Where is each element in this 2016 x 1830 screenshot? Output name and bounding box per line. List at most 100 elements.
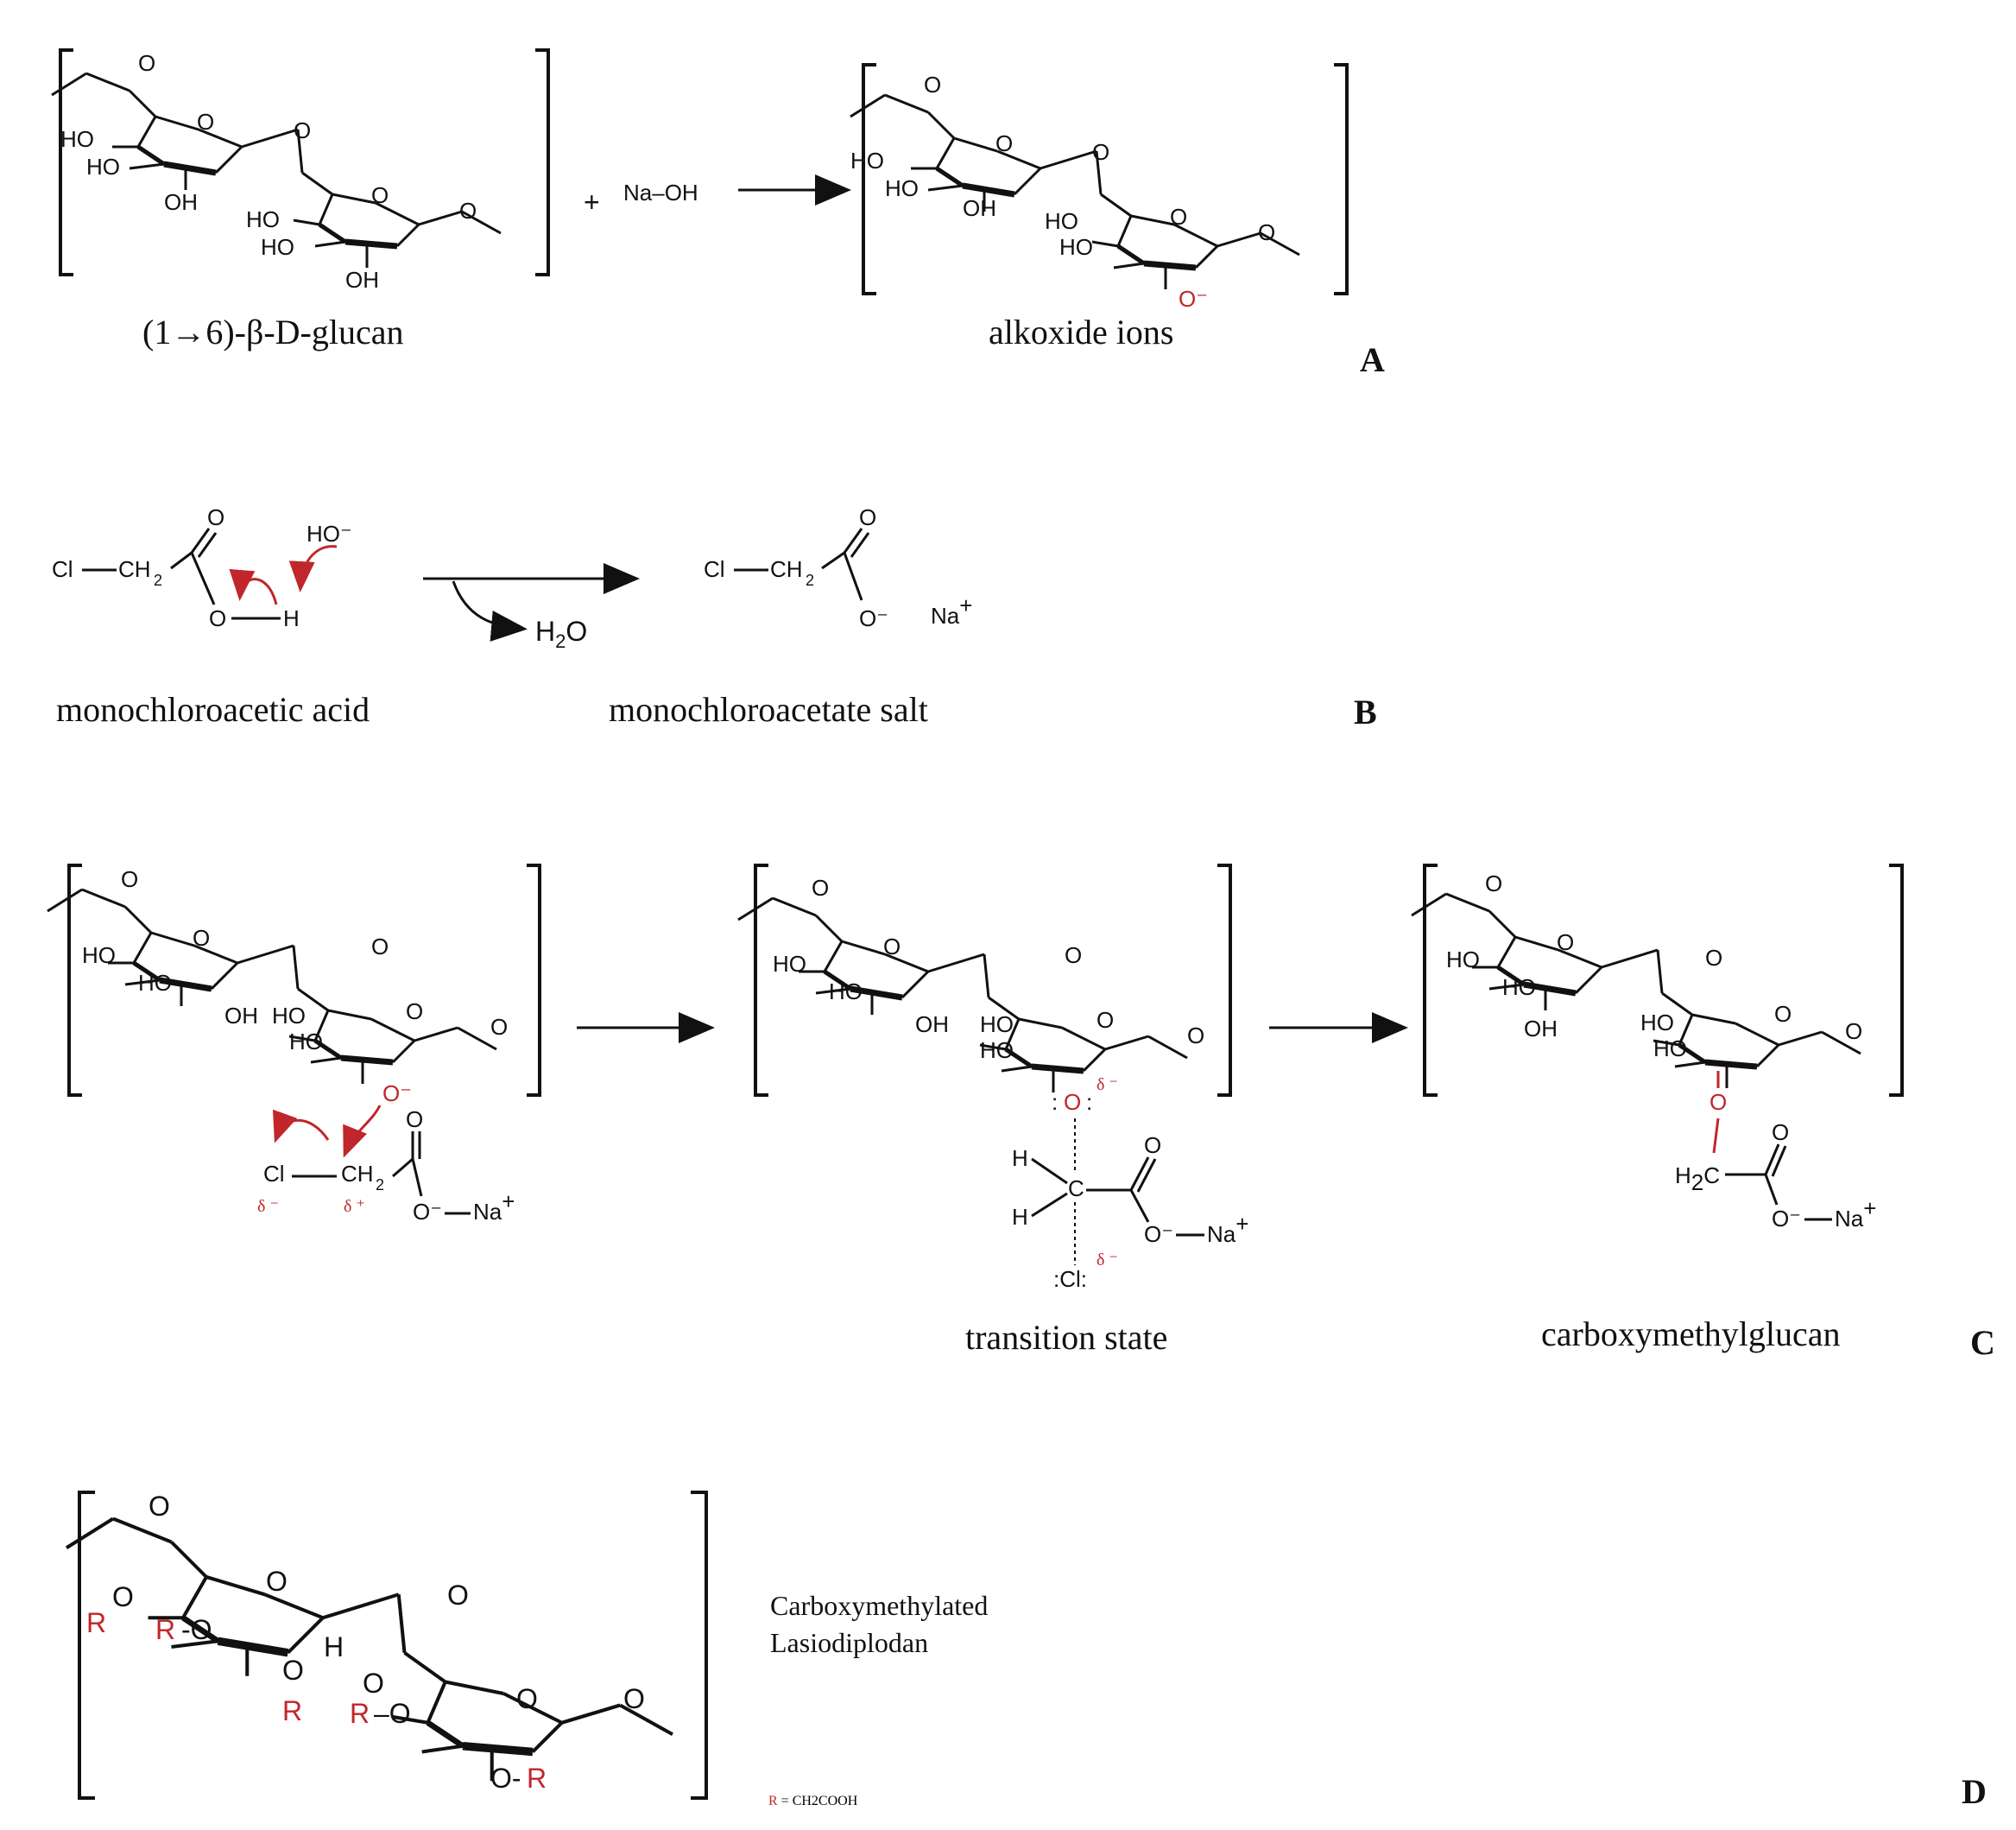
svg-text:O: O [1845, 1018, 1862, 1044]
svg-text:O: O [363, 1668, 384, 1699]
svg-text:O: O [623, 1683, 645, 1714]
svg-text:O⁻: O⁻ [382, 1080, 412, 1106]
bracket-left [59, 48, 73, 276]
svg-text:Cl: Cl [263, 1161, 285, 1187]
svg-text:OH: OH [345, 267, 379, 293]
svg-text:O: O [197, 109, 214, 135]
svg-text:HO: HO [86, 154, 120, 180]
svg-text:HO: HO [246, 206, 280, 232]
svg-text:O: O [1187, 1023, 1204, 1048]
svg-text:HO: HO [1059, 234, 1093, 260]
lasiodiplodan-caption-2: Lasiodiplodan [770, 1627, 928, 1658]
water-release-arrow [452, 580, 528, 642]
svg-text:HO: HO [1045, 208, 1078, 234]
svg-text:C: C [1068, 1175, 1084, 1201]
svg-text:R: R [282, 1695, 302, 1726]
panel-c: O O HO HO OH O O HO HO O⁻ O Cl CH 2 O O⁻… [47, 864, 1995, 1362]
svg-text:O: O [1096, 1007, 1114, 1033]
svg-text:O: O [859, 504, 876, 530]
bracket-c2-left [754, 864, 768, 1097]
panel-label-b: B [1354, 693, 1377, 731]
svg-text:OH: OH [1524, 1016, 1558, 1042]
svg-text:δ ⁻: δ ⁻ [1096, 1251, 1118, 1270]
plus-sign: + [584, 187, 600, 218]
svg-text:CH: CH [341, 1161, 374, 1187]
svg-text:O: O [1144, 1132, 1161, 1158]
svg-text:O: O [209, 605, 226, 631]
svg-text:O: O [371, 182, 389, 208]
acid-caption: monochloroacetic acid [56, 690, 370, 729]
svg-text:HO: HO [82, 942, 116, 968]
svg-text:–O: –O [374, 1698, 411, 1729]
svg-text:H: H [1012, 1204, 1028, 1230]
svg-text:O: O [371, 934, 389, 959]
svg-text:R: R [86, 1607, 106, 1638]
svg-text::: : [1086, 1089, 1092, 1115]
svg-text:OH: OH [224, 1003, 258, 1029]
svg-text:OH: OH [963, 195, 996, 221]
svg-text:CH: CH [118, 556, 151, 582]
svg-text:HO: HO [60, 126, 94, 152]
r-symbol: R [768, 1794, 778, 1808]
svg-text:O: O [1772, 1119, 1789, 1145]
bracket-c1-right [527, 864, 541, 1097]
svg-text:H: H [324, 1631, 344, 1662]
lasiodiplodan-structure [66, 1519, 673, 1782]
svg-text:Cl: Cl [52, 556, 73, 582]
svg-text:Na+: Na+ [473, 1188, 515, 1225]
svg-text:H2C: H2C [1675, 1162, 1720, 1195]
svg-text:R: R [527, 1763, 547, 1794]
svg-text:O: O [282, 1655, 304, 1686]
carboxymethylglucan-caption: carboxymethylglucan [1541, 1314, 1841, 1353]
svg-text:O: O [516, 1683, 538, 1714]
svg-text:δ ⁻: δ ⁻ [257, 1197, 279, 1216]
carboxymethylglucan-structure: O O HO HO OH O O HO HO O [1412, 871, 1862, 1088]
bracket-left-2 [862, 63, 876, 295]
bracket-d-right [691, 1491, 708, 1800]
alkoxide-reactant: O O HO HO OH O O HO HO O⁻ O [47, 866, 508, 1106]
svg-text:HO: HO [1446, 947, 1480, 972]
transition-caption: transition state [965, 1318, 1167, 1357]
panel-label-c: C [1970, 1323, 1995, 1362]
svg-text:HO: HO [980, 1037, 1014, 1063]
svg-text:O: O [447, 1580, 469, 1611]
transition-state-structure: O O HO HO OH O O HO HO O [738, 875, 1204, 1092]
svg-text:2: 2 [376, 1176, 384, 1194]
lasiodiplodan-caption-1: Carboxymethylated [770, 1590, 988, 1621]
water-label: H2O [535, 616, 587, 652]
svg-text:O: O [294, 117, 311, 143]
svg-text:O⁻: O⁻ [1179, 286, 1208, 312]
bracket-c1-left [67, 864, 82, 1097]
bracket-right-2 [1334, 63, 1349, 295]
svg-text:H: H [283, 605, 300, 631]
salt-caption: monochloroacetate salt [609, 690, 928, 729]
svg-text:Na+: Na+ [1207, 1211, 1248, 1247]
svg-text:HO: HO [1653, 1035, 1687, 1061]
svg-text:HO: HO [138, 970, 172, 996]
bracket-c2-right [1217, 864, 1232, 1097]
panel-b: Cl CH 2 O O H HO⁻ H2O Cl CH 2 O [52, 504, 1377, 731]
bracket-c3-left [1423, 864, 1438, 1097]
svg-text:Na+: Na+ [931, 592, 972, 629]
svg-text:O: O [149, 1491, 170, 1522]
svg-text:O: O [995, 130, 1013, 156]
svg-text:HO: HO [1502, 974, 1536, 1000]
svg-text:O: O [121, 866, 138, 892]
svg-text:Na+: Na+ [1835, 1195, 1876, 1232]
svg-text:O: O [1065, 942, 1082, 968]
r-definition: R = CH2COOH [768, 1794, 858, 1808]
svg-text:O: O [812, 875, 829, 901]
svg-text:O: O [1092, 139, 1109, 165]
svg-text:H: H [1012, 1145, 1028, 1171]
svg-text:O: O [1705, 945, 1722, 971]
svg-text:HO: HO [289, 1029, 323, 1054]
svg-text:CH: CH [770, 556, 803, 582]
svg-text::Cl:: :Cl: [1053, 1266, 1087, 1292]
monochloroacetate-salt: Cl CH 2 O O⁻ Na+ [704, 504, 972, 631]
svg-text:OH: OH [915, 1011, 949, 1037]
naoh-label: Na–OH [623, 180, 698, 206]
glucan-structure: O O HO HO OH O O HO HO OH O [52, 50, 501, 293]
svg-text:O: O [406, 998, 423, 1024]
svg-text:HO: HO [261, 234, 294, 260]
